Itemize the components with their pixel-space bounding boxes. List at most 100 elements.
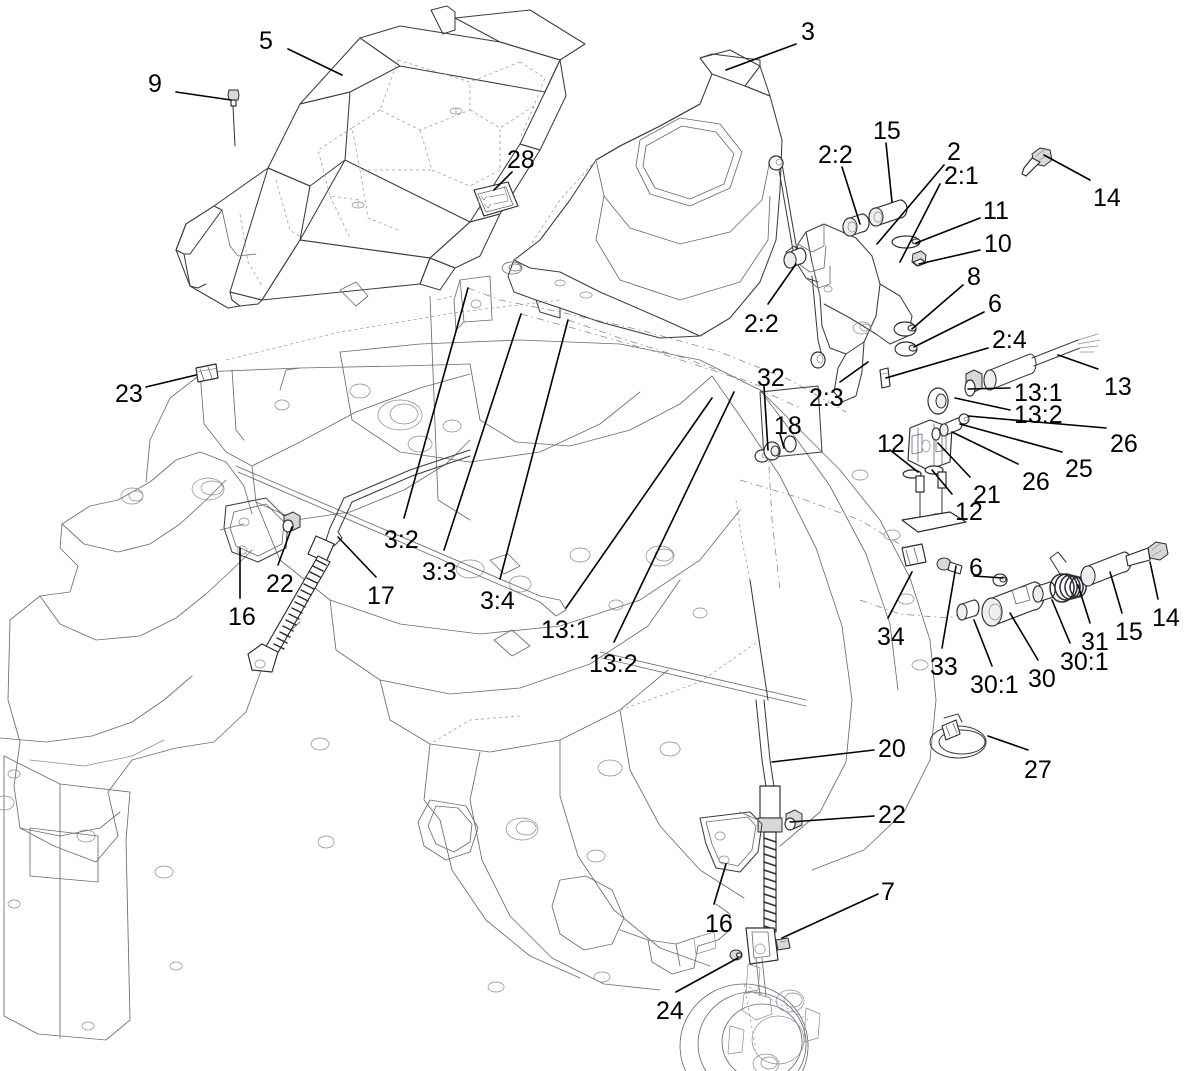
- leader-line: [1043, 154, 1091, 181]
- part-20-brake-cable-lower: [735, 499, 783, 933]
- callout-30[interactable]: 30: [1028, 665, 1056, 693]
- leader-line: [403, 287, 469, 519]
- leader-line: [771, 749, 875, 763]
- leader-line: [565, 397, 713, 609]
- callout-8[interactable]: 8: [967, 263, 981, 291]
- callout-2-1[interactable]: 2:1: [944, 162, 979, 190]
- callout-7[interactable]: 7: [881, 878, 895, 906]
- callout-2-2[interactable]: 2:2: [818, 141, 853, 169]
- part-2-4-pin: [879, 367, 891, 389]
- part-5-fender-cover: [175, 5, 586, 309]
- callout-3-4[interactable]: 3:4: [480, 587, 515, 615]
- leader-line: [987, 735, 1029, 751]
- leader-line: [973, 619, 993, 667]
- leader-line: [779, 433, 785, 449]
- leader-line: [839, 361, 869, 383]
- leader-line: [899, 183, 941, 263]
- callout-14[interactable]: 14: [1152, 604, 1180, 632]
- callout-13[interactable]: 13: [1104, 373, 1132, 401]
- callout-16[interactable]: 16: [228, 603, 256, 631]
- leader-line: [885, 347, 989, 379]
- callout-9[interactable]: 9: [148, 70, 162, 98]
- chassis-frame: [0, 275, 937, 1041]
- callout-3-3[interactable]: 3:3: [422, 558, 457, 586]
- callout-31[interactable]: 31: [1081, 628, 1109, 656]
- leader-line: [967, 415, 1107, 429]
- callout-2-4[interactable]: 2:4: [992, 326, 1027, 354]
- callout-3[interactable]: 3: [801, 18, 815, 46]
- callout-16[interactable]: 16: [705, 910, 733, 938]
- callout-18[interactable]: 18: [774, 412, 802, 440]
- callout-13-1[interactable]: 13:1: [1014, 379, 1063, 407]
- leader-line: [675, 957, 739, 993]
- callout-17[interactable]: 17: [367, 582, 395, 610]
- part-30-1-nut-left: [956, 599, 980, 621]
- leader-line: [1109, 571, 1123, 614]
- callout-22[interactable]: 22: [878, 801, 906, 829]
- callout-30-1[interactable]: 30:1: [1060, 648, 1109, 676]
- callout-33[interactable]: 33: [930, 653, 958, 681]
- callout-12[interactable]: 12: [955, 498, 983, 526]
- leader-line: [145, 374, 197, 388]
- part-15-spacer-upper: [868, 199, 908, 227]
- leader-line: [1009, 612, 1039, 661]
- callout-26[interactable]: 26: [1110, 430, 1138, 458]
- callout-26[interactable]: 26: [1022, 468, 1050, 496]
- part-27-cable-tie: [929, 713, 987, 759]
- callout-22[interactable]: 22: [266, 570, 294, 598]
- part-9-screw: [227, 89, 240, 147]
- part-10-locknut: [911, 250, 927, 267]
- leader-line: [1051, 599, 1071, 644]
- callout-15[interactable]: 15: [873, 117, 901, 145]
- part-31-spring: [1049, 551, 1087, 603]
- callout-27[interactable]: 27: [1024, 756, 1052, 784]
- callout-30-1[interactable]: 30:1: [970, 671, 1019, 699]
- callout-21[interactable]: 21: [973, 481, 1001, 509]
- leader-line: [767, 263, 797, 305]
- callout-15[interactable]: 15: [1115, 618, 1143, 646]
- cable-routing-hidden: [467, 287, 991, 619]
- callout-34[interactable]: 34: [877, 623, 905, 651]
- callout-10[interactable]: 10: [984, 230, 1012, 258]
- callout-6[interactable]: 6: [988, 290, 1002, 318]
- callout-13-2[interactable]: 13:2: [1014, 401, 1063, 429]
- part-23-clip: [195, 363, 219, 383]
- leader-line: [967, 387, 1011, 390]
- callout-12[interactable]: 12: [877, 430, 905, 458]
- callout-23[interactable]: 23: [115, 380, 143, 408]
- callout-11[interactable]: 11: [983, 197, 1009, 225]
- leader-line: [443, 313, 522, 551]
- leader-line: [499, 319, 569, 580]
- callout-28[interactable]: 28: [507, 146, 535, 174]
- part-14-bolt-lower: [1125, 541, 1169, 567]
- leader-line: [1149, 561, 1159, 600]
- callout-2-3[interactable]: 2:3: [809, 384, 844, 412]
- leader-line: [951, 431, 1019, 465]
- callout-13-1[interactable]: 13:1: [541, 616, 590, 644]
- leader-line: [613, 391, 735, 643]
- callout-14[interactable]: 14: [1093, 184, 1121, 212]
- part-2-2-bushing: [783, 213, 870, 269]
- callout-20[interactable]: 20: [878, 735, 906, 763]
- callout-3-2[interactable]: 3:2: [384, 526, 419, 554]
- callout-25[interactable]: 25: [1065, 455, 1093, 483]
- callout-13-2[interactable]: 13:2: [589, 650, 638, 678]
- leader-line: [1077, 584, 1091, 624]
- callout-24[interactable]: 24: [656, 997, 684, 1025]
- callout-2[interactable]: 2: [947, 138, 961, 166]
- leader-line: [841, 166, 861, 225]
- leader-line: [493, 171, 513, 191]
- callout-32[interactable]: 32: [757, 364, 785, 392]
- leader-line: [889, 449, 919, 473]
- callout-5[interactable]: 5: [259, 27, 273, 55]
- part-18-bushing: [763, 435, 797, 461]
- leader-line: [887, 571, 913, 619]
- callout-6[interactable]: 6: [969, 554, 983, 582]
- leader-line: [277, 526, 293, 566]
- leader-line: [725, 43, 797, 71]
- callout-2-2[interactable]: 2:2: [744, 310, 779, 338]
- leader-line: [337, 536, 377, 578]
